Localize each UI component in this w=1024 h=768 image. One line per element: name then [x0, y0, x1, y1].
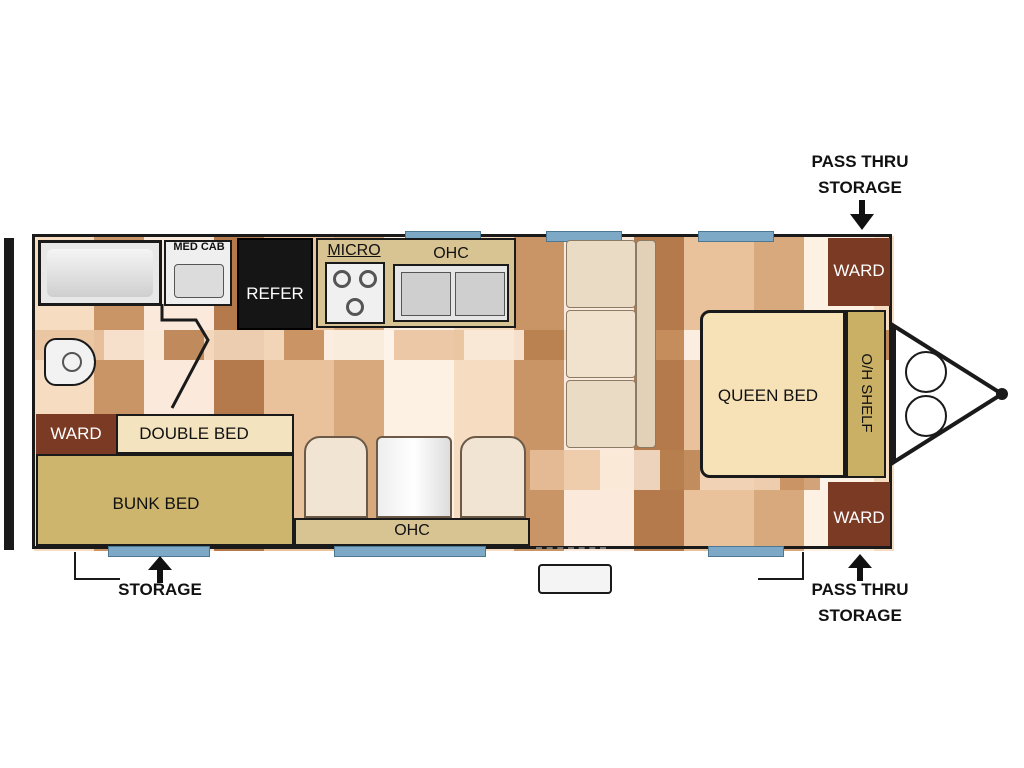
ward-left-label: WARD	[50, 424, 102, 443]
propane-tank-icon	[905, 351, 947, 393]
double-bed	[116, 414, 294, 454]
arrow-down-icon	[850, 200, 874, 230]
propane-tank-icon-2	[905, 395, 947, 437]
ward-bottom-right-label: WARD	[833, 508, 885, 527]
burner-icon-3	[346, 298, 364, 316]
hitch	[892, 322, 1008, 466]
entry-step	[538, 564, 612, 594]
bathroom-wall	[160, 304, 210, 409]
ohc-top-label: OHC	[433, 245, 469, 262]
refer-label: REFER	[246, 284, 304, 303]
dinette	[298, 434, 532, 518]
rear-jack	[74, 552, 120, 580]
toilet	[44, 338, 96, 386]
window-bottom-2	[334, 546, 486, 557]
front-jack	[758, 552, 804, 580]
refrigerator	[237, 238, 313, 330]
pass-thru-storage-bottom-line2: STORAGE	[818, 606, 902, 625]
pass-thru-storage-bottom-line1: PASS THRU	[811, 580, 909, 599]
burner-icon	[333, 270, 351, 288]
bunk-bed	[36, 454, 294, 546]
queen-bed	[700, 310, 846, 478]
arrow-up-icon-2	[848, 554, 872, 581]
burner-icon-2	[359, 270, 377, 288]
window-bottom-3	[708, 546, 784, 557]
sofa	[566, 240, 656, 448]
queen-bed-label: QUEEN BED	[717, 386, 819, 405]
ward-top-right-label: WARD	[833, 261, 885, 280]
shower-tub	[38, 240, 162, 306]
ohc-bottom-label: OHC	[394, 522, 430, 539]
storage-label: STORAGE	[118, 580, 202, 599]
oh-shelf	[846, 310, 886, 478]
entry-door	[536, 547, 606, 553]
wardrobe-top-right	[828, 238, 890, 306]
window-bottom-1	[108, 546, 210, 557]
stove	[325, 262, 385, 324]
kitchen-sink	[393, 264, 509, 322]
micro-label: MICRO	[327, 242, 381, 259]
rear-bumper	[4, 238, 14, 550]
oh-shelf-label: O/H SHELF	[858, 353, 875, 433]
ohc-bottom	[294, 518, 530, 546]
wardrobe-left	[36, 414, 116, 454]
med-cab-label: MED CAB	[173, 241, 225, 253]
pass-thru-storage-top-line2: STORAGE	[818, 178, 902, 197]
window-top-3	[698, 231, 774, 242]
bath-sink	[164, 240, 232, 306]
pass-thru-storage-top-line1: PASS THRU	[811, 152, 909, 171]
wardrobe-bottom-right	[828, 482, 890, 546]
arrow-up-icon	[148, 556, 172, 583]
bunk-bed-label: BUNK BED	[112, 494, 200, 513]
double-bed-label: DOUBLE BED	[139, 424, 249, 443]
